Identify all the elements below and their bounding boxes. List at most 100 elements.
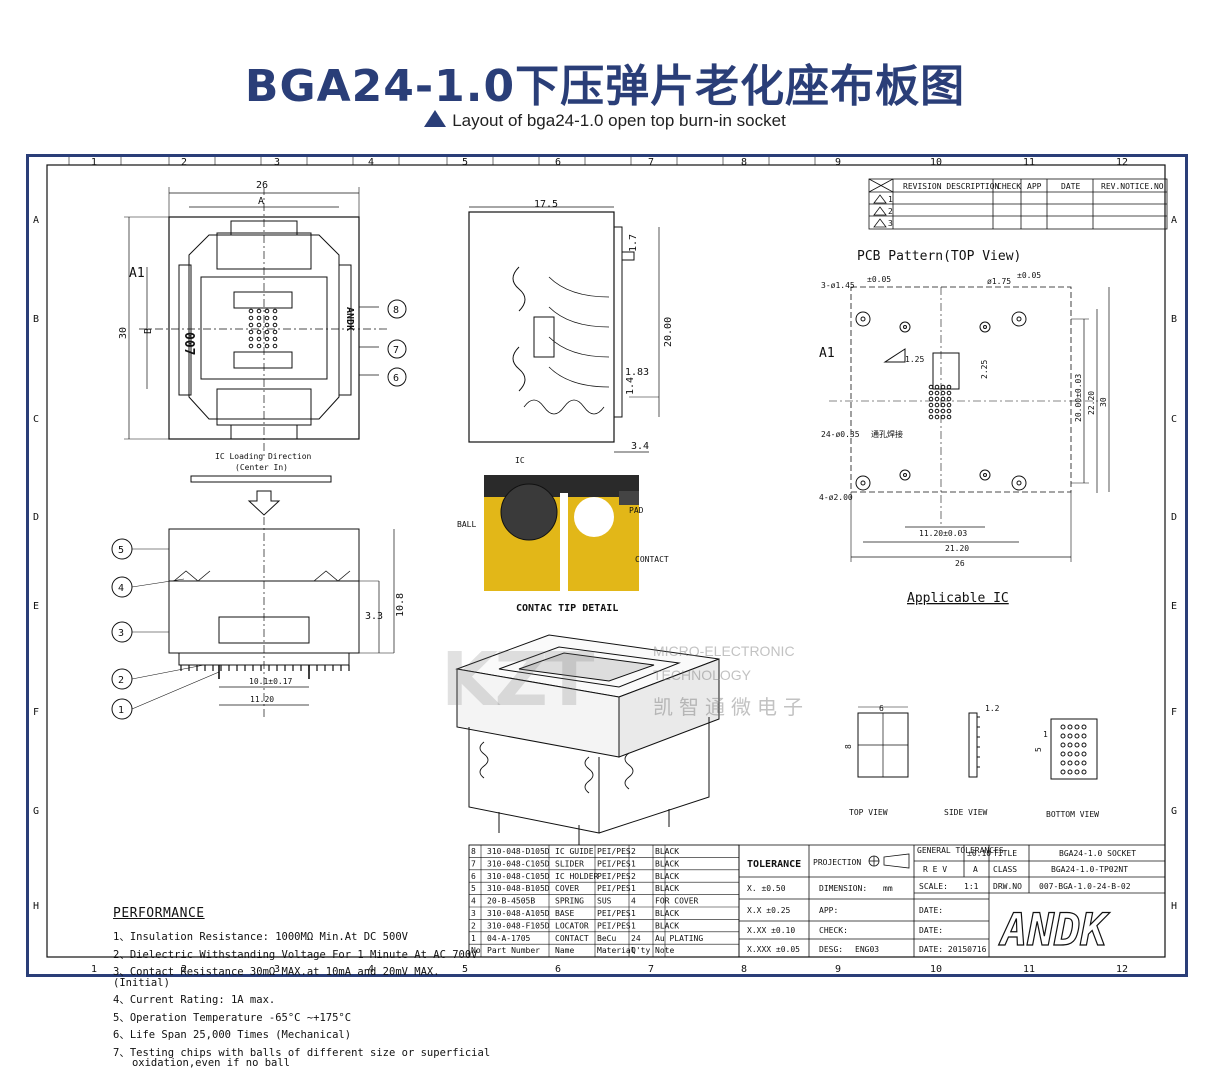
tb-scale-lbl: SCALE:	[919, 882, 948, 891]
rev-row-3: 3	[888, 219, 893, 228]
detail-ball: BALL	[457, 520, 476, 529]
bom-cell: BLACK	[655, 872, 679, 881]
bom-cell: IC GUIDE	[555, 847, 594, 856]
tb-rev-val: A	[973, 865, 978, 874]
grid-row-label-left: D	[33, 512, 39, 523]
marking-007: 007	[181, 332, 196, 355]
ic-ball	[1081, 751, 1087, 757]
performance-item-3: 3、Contact Resistance 30mΩ MAX.at 10mA an…	[113, 966, 440, 989]
bom-cell: Q'ty	[631, 946, 650, 955]
grid-row-label-right: H	[1171, 901, 1177, 912]
grid-col-label: 4	[368, 157, 374, 168]
triangle-icon	[424, 110, 447, 127]
rev-col-desc: REVISION DESCRIPTION	[903, 182, 1000, 191]
contact-dot	[272, 336, 278, 342]
bom-cell: 2	[631, 872, 636, 881]
pcb-dim-30: 30	[1099, 397, 1108, 407]
contact-dot	[256, 322, 262, 328]
grid-row-label-left: H	[33, 901, 39, 912]
contact-dot	[264, 329, 270, 335]
bom-cell: 2	[471, 921, 476, 930]
grid-col-label: 7	[648, 157, 654, 168]
ic-ball	[1081, 769, 1087, 775]
grid-col-label: 3	[274, 157, 280, 168]
tb-tol4: X.XXX ±0.05	[747, 945, 800, 954]
rev-col-notice: REV.NOTICE.NO	[1101, 182, 1164, 191]
bom-cell: No	[471, 946, 481, 955]
bom-cell: CONTACT	[555, 934, 589, 943]
bom-cell: COVER	[555, 884, 579, 893]
dim-width-26: 26	[256, 180, 268, 191]
pcb-via	[940, 396, 946, 402]
grid-col-label: 7	[648, 964, 654, 974]
grid-col-label: 1	[91, 157, 97, 168]
tb-desg: DESG:	[819, 945, 843, 954]
brand-vertical: ANDK	[344, 307, 355, 331]
grid-row-label-right: B	[1171, 314, 1177, 325]
tb-rev-lbl: R E V	[923, 865, 947, 874]
svg-text:4: 4	[118, 583, 124, 594]
ic-ball	[1067, 733, 1073, 739]
bom-cell: 24	[631, 934, 641, 943]
bom-cell: 310-048-C105D	[487, 872, 550, 881]
detail-ic: IC	[515, 456, 525, 465]
ic-ball	[1060, 724, 1066, 730]
pcb-via	[946, 396, 952, 402]
tb-projection: PROJECTION	[813, 858, 861, 867]
pcb-via-pattern	[928, 384, 952, 420]
bom-cell: LOCATOR	[555, 921, 589, 930]
bom-cell: 310-048-F105D	[487, 921, 550, 930]
tb-tol2: X.X ±0.25	[747, 906, 791, 915]
bom-cell: 310-048-A105D	[487, 909, 550, 918]
contact-dot	[272, 329, 278, 335]
contact-dot	[248, 329, 254, 335]
pcb-via	[940, 390, 946, 396]
svg-text:3: 3	[118, 628, 124, 639]
pin1-label: A1	[129, 266, 145, 281]
bom-cell: IC HOLDER	[555, 872, 599, 881]
pcb-title: PCB Pattern(TOP View)	[857, 249, 1021, 264]
bom-cell: Name	[555, 946, 574, 955]
bom-cell: SUS	[597, 897, 612, 906]
bom-cell: 8	[471, 847, 476, 856]
dim-1-7: 1.7	[628, 234, 639, 252]
grid-col-label: 8	[741, 964, 747, 974]
grid-row-label-right: F	[1171, 707, 1177, 718]
grid-row-label-left: A	[33, 215, 39, 226]
performance-item-6: 6、Life Span 25,000 Times (Mechanical)	[113, 1029, 352, 1041]
bom-cell: BLACK	[655, 859, 679, 868]
tb-class-val: BGA24-1.0-TP02NT	[1051, 865, 1128, 874]
ic-ball	[1060, 760, 1066, 766]
grid-row-label-left: G	[33, 806, 39, 817]
contact-dot	[272, 322, 278, 328]
ic-ball	[1067, 769, 1073, 775]
pcb-vias-note: 通孔焊接	[871, 429, 903, 439]
loading-strip	[190, 475, 332, 516]
grid-row-label-right: D	[1171, 512, 1177, 523]
pcb-vias: 24-ø0.35	[821, 430, 860, 439]
bom-cell: 310-048-C105D	[487, 859, 550, 868]
section-pins	[180, 665, 350, 679]
pcb-via	[934, 402, 940, 408]
svg-text:1: 1	[118, 705, 124, 716]
bom-cell: 1	[631, 884, 636, 893]
callout-2: 2	[111, 664, 205, 690]
page-title: BGA24-1.0下压弹片老化座布板图	[244, 61, 966, 112]
ic-ball	[1074, 742, 1080, 748]
ic-bottom-view	[1050, 718, 1098, 780]
contact-dot	[256, 308, 262, 314]
tb-class-lbl: CLASS	[993, 865, 1017, 874]
bom-cell: 1	[631, 859, 636, 868]
contact-dot	[248, 308, 254, 314]
contact-dot	[256, 329, 262, 335]
pcb-hole3: 4-ø2.00	[819, 493, 853, 502]
contact-dot	[264, 343, 270, 349]
pcb-via	[946, 402, 952, 408]
dim-b: B	[143, 328, 154, 334]
socket-section-view	[168, 517, 395, 717]
contact-dot	[272, 315, 278, 321]
ic-ball	[1060, 769, 1066, 775]
contact-dot	[272, 308, 278, 314]
callout-7: 7	[387, 339, 407, 359]
